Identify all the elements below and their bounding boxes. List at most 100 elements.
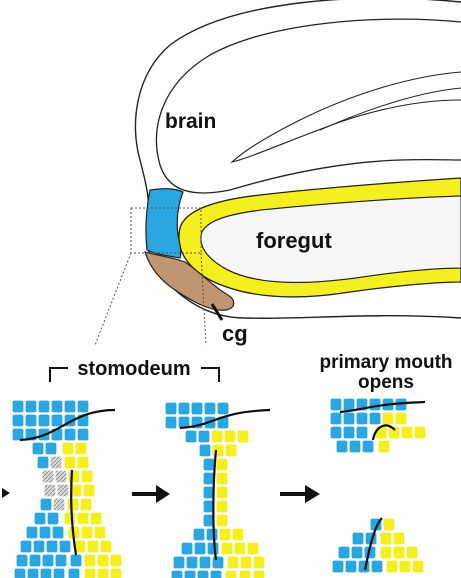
ectoderm-cell <box>51 400 63 413</box>
endoderm-cell <box>383 518 395 531</box>
membrane-cell <box>53 498 65 511</box>
ectoderm-cell <box>349 440 361 453</box>
ectoderm-cell <box>194 542 206 555</box>
endoderm-cell <box>399 560 411 573</box>
ectoderm-cell <box>77 400 89 413</box>
endoderm-cell <box>221 542 233 555</box>
ectoderm-cell <box>338 546 350 559</box>
endoderm-cell <box>100 540 112 553</box>
ectoderm-cell <box>68 568 80 578</box>
stage-mouth-open-cells <box>330 398 426 573</box>
endoderm-cell <box>240 556 252 569</box>
endoderm-cell <box>224 430 236 443</box>
ectoderm-cell <box>173 556 185 569</box>
ectoderm-cell <box>38 400 50 413</box>
endoderm-cell <box>216 486 228 499</box>
ectoderm-cell <box>51 414 63 427</box>
endoderm-cell <box>380 546 392 559</box>
endoderm-cell <box>227 556 239 569</box>
ectoderm-cell <box>345 560 357 573</box>
ectoderm-cell <box>186 556 198 569</box>
ectoderm-cell <box>212 556 224 569</box>
ectoderm-cell <box>332 560 344 573</box>
endoderm-cell <box>216 514 228 527</box>
endoderm-cell <box>216 472 228 485</box>
endoderm-cell <box>67 498 79 511</box>
endoderm-cell <box>83 484 95 497</box>
endoderm-cell <box>247 542 259 555</box>
endoderm-cell <box>406 546 418 559</box>
ectoderm-cell <box>16 554 28 567</box>
endoderm-cell <box>253 556 265 569</box>
membrane-cell <box>42 470 54 483</box>
endoderm-cell <box>77 456 89 469</box>
label-brain: brain <box>165 110 216 133</box>
ectoderm-cell <box>12 400 24 413</box>
brain-ventricle <box>232 72 461 162</box>
ectoderm-cell <box>343 426 355 439</box>
stage-stomodeum-cells <box>12 400 122 578</box>
ectoderm-cell <box>204 402 216 415</box>
membrane-cell <box>44 484 56 497</box>
ectoderm-cell <box>185 430 197 443</box>
label-cg: cg <box>222 321 248 346</box>
ectoderm-cell <box>45 442 57 455</box>
ectoderm-cell <box>358 560 370 573</box>
stomodeum-bracket-left <box>50 368 68 382</box>
endoderm-cell <box>239 570 251 578</box>
ectoderm-cell <box>53 568 65 578</box>
endoderm-cell <box>84 568 96 578</box>
ectoderm-cell <box>369 398 381 411</box>
ectoderm-cell <box>40 568 52 578</box>
endoderm-cell <box>90 512 102 525</box>
endoderm-cell <box>378 440 390 453</box>
ectoderm-cell <box>181 542 193 555</box>
ectoderm-cell <box>356 412 368 425</box>
endoderm-cell <box>62 442 74 455</box>
brain-ventricle-inner <box>320 88 461 130</box>
ectoderm-cell <box>27 568 39 578</box>
ectoderm-cell <box>32 442 44 455</box>
stomodeal-ectoderm <box>146 189 183 258</box>
endoderm-cell <box>75 442 87 455</box>
endoderm-cell <box>94 526 106 539</box>
endoderm-cell <box>395 412 407 425</box>
stage-thinning-cells <box>165 402 270 578</box>
ectoderm-cell <box>371 560 383 573</box>
ectoderm-cell <box>191 402 203 415</box>
arrow-stage1-to-stage2 <box>132 485 170 503</box>
endoderm-cell <box>225 570 237 578</box>
endoderm-cell <box>216 500 228 513</box>
ectoderm-cell <box>356 426 368 439</box>
ectoderm-cell <box>55 554 67 567</box>
ectoderm-cell <box>197 570 209 578</box>
endoderm-cell <box>64 512 76 525</box>
ectoderm-cell <box>52 526 64 539</box>
ectoderm-cell <box>362 440 374 453</box>
ectoderm-cell <box>217 402 229 415</box>
ectoderm-cell <box>14 568 26 578</box>
ectoderm-cell <box>47 512 59 525</box>
membrane-cell <box>55 470 67 483</box>
endoderm-cell <box>80 498 92 511</box>
ectoderm-cell <box>39 526 51 539</box>
ectoderm-cell <box>25 414 37 427</box>
endoderm-cell <box>68 470 80 483</box>
ectoderm-cell <box>33 540 45 553</box>
endoderm-cell <box>97 554 109 567</box>
ectoderm-cell <box>199 444 211 457</box>
brain-outline <box>157 19 461 193</box>
ectoderm-cell <box>343 412 355 425</box>
endoderm-cell <box>81 470 93 483</box>
endoderm-cell <box>401 426 413 439</box>
ectoderm-cell <box>343 398 355 411</box>
endoderm-cell <box>212 444 224 457</box>
ectoderm-cell <box>26 526 38 539</box>
endoderm-cell <box>219 528 231 541</box>
ectoderm-cell <box>207 542 219 555</box>
ectoderm-cell <box>352 532 364 545</box>
endoderm-cell <box>84 554 96 567</box>
ectoderm-cell <box>206 528 218 541</box>
ectoderm-cell <box>193 528 205 541</box>
